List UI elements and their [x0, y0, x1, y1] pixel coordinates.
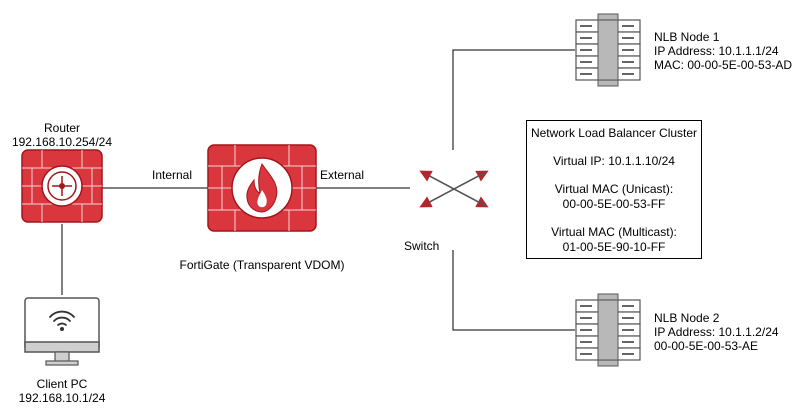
cluster-unicast-label: Virtual MAC (Unicast):: [554, 182, 674, 196]
internal-link-label: Internal: [152, 168, 193, 182]
node1-label: NLB Node 1 IP Address: 10.1.1.1/24 MAC: …: [654, 30, 792, 72]
cluster-info-box: Network Load Balancer Cluster Virtual IP…: [526, 120, 702, 259]
server-icon-node2: [575, 293, 641, 367]
node1-name: NLB Node 1: [654, 30, 720, 44]
router-ip: 192.168.10.254/24: [11, 135, 113, 149]
node1-ip: IP Address: 10.1.1.1/24: [654, 44, 779, 58]
switch-label: Switch: [404, 239, 440, 253]
external-link-label: External: [320, 168, 365, 182]
wifi-icon: [49, 310, 75, 326]
link-switch-node1: [452, 49, 575, 150]
client-label: Client PC 192.168.10.1/24: [2, 377, 122, 405]
connection-lines: [61, 49, 575, 331]
cluster-unicast-mac: 00-00-5E-00-53-FF: [562, 197, 666, 211]
link-switch-node2: [452, 250, 575, 331]
cluster-multicast-mac: 01-00-5E-90-10-FF: [562, 240, 666, 254]
client-ip: 192.168.10.1/24: [18, 391, 106, 405]
flame-icon: [246, 162, 278, 213]
server-icon-node1: [575, 13, 641, 87]
monitor-icon: [24, 297, 100, 366]
switch-icon: [419, 170, 489, 208]
firewall-icon: [207, 144, 317, 232]
node2-mac: 00-00-5E-00-53-AE: [654, 339, 759, 353]
node2-name: NLB Node 2: [654, 311, 720, 325]
fortigate-label: FortiGate (Transparent VDOM): [179, 258, 345, 272]
router-icon: [21, 149, 103, 223]
client-name: Client PC: [36, 377, 88, 391]
cluster-title: Network Load Balancer Cluster: [530, 126, 698, 140]
cluster-virtual-ip: Virtual IP: 10.1.1.10/24: [553, 154, 675, 168]
router-label: Router 192.168.10.254/24: [2, 121, 122, 149]
node2-label: NLB Node 2 IP Address: 10.1.1.2/24 00-00…: [654, 311, 779, 353]
node2-ip: IP Address: 10.1.1.2/24: [654, 325, 779, 339]
router-name: Router: [43, 121, 81, 135]
node1-mac: MAC: 00-00-5E-00-53-AD: [654, 58, 793, 72]
cluster-multicast-label: Virtual MAC (Multicast):: [551, 225, 677, 239]
